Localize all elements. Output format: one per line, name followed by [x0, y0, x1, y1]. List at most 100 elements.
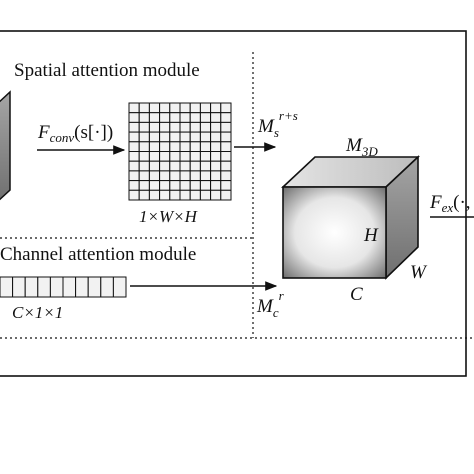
mc-label: Mcr [256, 288, 285, 320]
grid-cell [169, 180, 181, 191]
grid-cell [210, 112, 222, 123]
grid-cell [199, 141, 212, 153]
grid-cell [220, 170, 232, 182]
grid-cell [169, 170, 181, 182]
m3d-cube [280, 155, 421, 280]
cube-h-label: H [363, 225, 379, 246]
grid-cell [169, 102, 181, 114]
grid-cell [179, 189, 191, 201]
grid-cell [159, 131, 171, 143]
grid-cell [199, 102, 212, 114]
grid-cell [210, 160, 222, 172]
grid-cell [189, 102, 201, 114]
grid-cell [148, 131, 161, 143]
grid-cell [128, 189, 140, 201]
grid-cell [138, 189, 150, 201]
vector-cell [62, 276, 77, 298]
grid-cell [138, 160, 150, 172]
grid-cell [189, 170, 201, 182]
grid-cell [189, 151, 201, 162]
grid-cell [189, 112, 201, 123]
vector-cell [75, 276, 89, 298]
grid-cell [199, 131, 212, 143]
grid-cell [138, 131, 150, 143]
grid-cell [159, 170, 171, 182]
grid-cell [138, 180, 150, 191]
grid-cell [179, 121, 191, 133]
grid-cell [210, 151, 222, 162]
grid-cell [199, 160, 212, 172]
ms-label: Msr+s [257, 108, 298, 140]
vector-cell [24, 276, 39, 298]
grid-cell [159, 121, 171, 133]
f-ex-label: Fex(·, [429, 192, 471, 215]
vector-cell [12, 276, 26, 298]
grid-cell [189, 180, 201, 191]
grid-cell [189, 121, 201, 133]
grid-cell [128, 180, 140, 191]
spatial-grid [128, 102, 232, 201]
grid-cell [169, 141, 181, 153]
grid-cell [210, 189, 222, 201]
grid-cell [199, 121, 212, 133]
outer-frame [0, 30, 467, 377]
grid-cell [199, 189, 212, 201]
grid-cell [210, 121, 222, 133]
grid-cell [220, 141, 232, 153]
m3d-label: M3D [345, 135, 378, 159]
grid-cell [169, 131, 181, 143]
grid-cell [138, 141, 150, 153]
grid-cell [159, 112, 171, 123]
grid-cell [210, 102, 222, 114]
grid-cell [148, 141, 161, 153]
vector-cell [100, 276, 114, 298]
grid-cell [169, 151, 181, 162]
grid-cell [148, 112, 161, 123]
grid-cell [148, 180, 161, 191]
grid-cell [220, 151, 232, 162]
grid-cell [148, 160, 161, 172]
channel-vector [0, 276, 127, 298]
grid-cell [138, 112, 150, 123]
grid-cell [128, 131, 140, 143]
grid-cell [138, 170, 150, 182]
grid-cell [128, 151, 140, 162]
grid-cell [169, 160, 181, 172]
grid-cell [220, 160, 232, 172]
f-conv-label: Fconv(s[·]) [37, 122, 113, 145]
grid-cell [189, 131, 201, 143]
grid-cell [179, 180, 191, 191]
grid-cell [210, 141, 222, 153]
vector-cell [112, 276, 127, 298]
grid-cell [169, 121, 181, 133]
grid-cell [169, 112, 181, 123]
grid-cell [199, 170, 212, 182]
grid-cell [148, 121, 161, 133]
vector-cell [87, 276, 102, 298]
grid-cell [199, 112, 212, 123]
cube-c-label: C [350, 284, 363, 305]
grid-cell [128, 102, 140, 114]
grid-cell [159, 141, 171, 153]
grid-cell [179, 112, 191, 123]
channel-module-label: Channel attention module [0, 244, 196, 265]
grid-cell [148, 170, 161, 182]
grid-cell [179, 131, 191, 143]
cube-w-label: W [410, 262, 428, 283]
grid-cell [220, 112, 232, 123]
vector-cell [0, 276, 14, 298]
grid-cell [138, 121, 150, 133]
grid-cell [148, 151, 161, 162]
grid-cell [220, 102, 232, 114]
grid-cell [199, 180, 212, 191]
grid-cell [128, 121, 140, 133]
grid-cell [210, 170, 222, 182]
grid-dims-label: 1×W×H [139, 207, 199, 226]
grid-cell [220, 131, 232, 143]
grid-cell [138, 102, 150, 114]
grid-cell [159, 160, 171, 172]
input-feature-cube [0, 90, 11, 201]
grid-cell [189, 189, 201, 201]
grid-cell [189, 160, 201, 172]
